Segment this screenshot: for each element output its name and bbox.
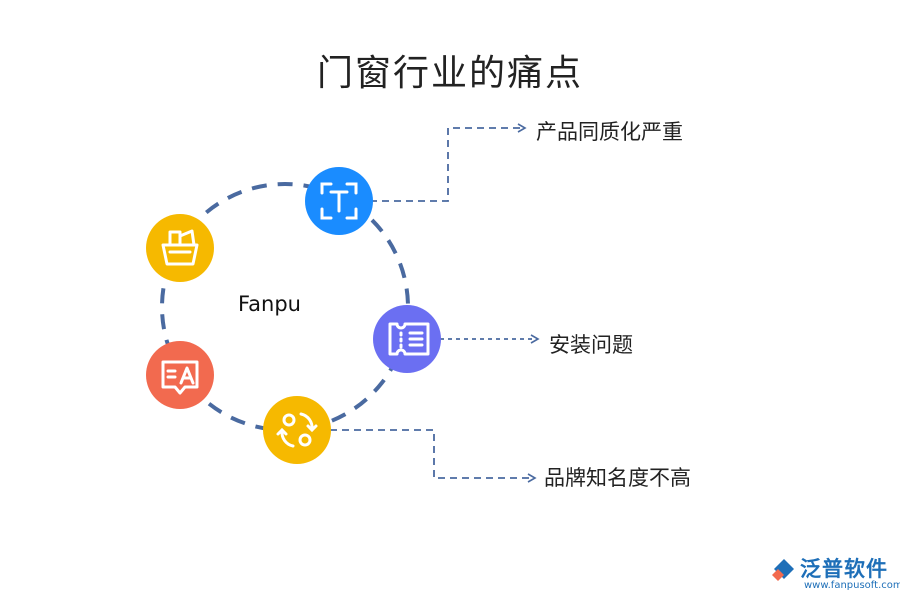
pain-point-label-1: 产品同质化严重 [536, 120, 683, 144]
logo-url: www.fanpusoft.com [804, 580, 900, 591]
connector-1 [370, 123, 527, 202]
pain-point-label-3: 品牌知名度不高 [544, 466, 691, 490]
fanpu-logo-mark [772, 559, 794, 581]
pain-point-label-2: 安装问题 [549, 333, 633, 357]
fanpu-logo: 泛普软件 www.fanpusoft.com [770, 553, 900, 595]
logo-name: 泛普软件 [800, 557, 888, 581]
text-icon [305, 167, 373, 235]
center-label: Fanpu [238, 292, 301, 316]
ticket-icon [373, 305, 441, 373]
connector-3 [330, 429, 537, 483]
page-title: 门窗行业的痛点 [316, 53, 583, 94]
translate-icon [146, 341, 214, 409]
basket-icon [146, 214, 214, 282]
exchange-icon [263, 396, 331, 464]
